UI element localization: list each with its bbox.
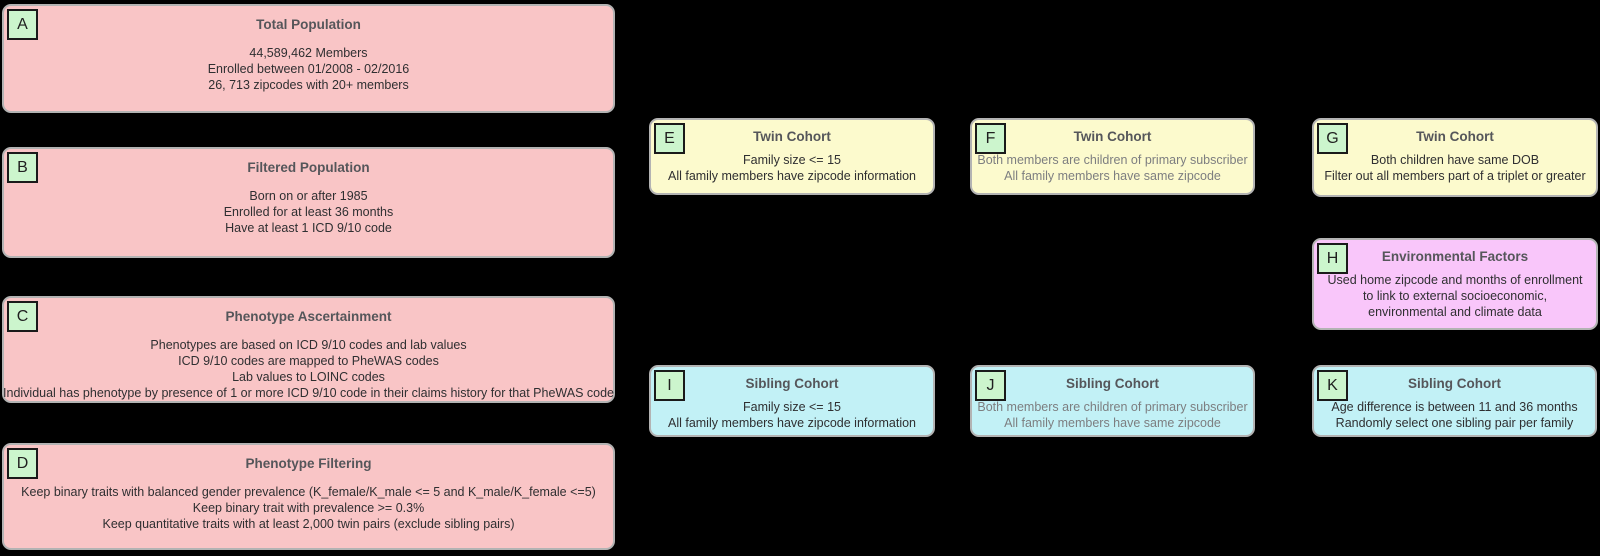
node-b-filtered-population: B Filtered Population Born on or after 1… xyxy=(2,147,615,258)
node-line: Family size <= 15 xyxy=(743,400,841,414)
node-title: Environmental Factors xyxy=(1381,249,1529,264)
node-g-twin-cohort: G Twin Cohort Both children have same DO… xyxy=(1312,118,1598,197)
node-body: Both members are children of primary sub… xyxy=(977,152,1247,184)
node-line: Phenotypes are based on ICD 9/10 codes a… xyxy=(150,338,467,352)
node-body: Both members are children of primary sub… xyxy=(977,399,1247,431)
node-title: Phenotype Filtering xyxy=(245,456,372,471)
node-title: Twin Cohort xyxy=(753,129,831,144)
node-line: 44,589,462 Members xyxy=(249,46,368,60)
node-a-total-population: A Total Population 44,589,462 Members En… xyxy=(2,4,615,113)
node-title: Sibling Cohort xyxy=(745,376,839,391)
node-title: Total Population xyxy=(256,17,361,32)
node-line: Used home zipcode and months of enrollme… xyxy=(1327,273,1583,319)
node-line: Filter out all members part of a triplet… xyxy=(1324,169,1586,183)
node-letter-badge: D xyxy=(7,448,38,479)
node-body: Used home zipcode and months of enrollme… xyxy=(1314,272,1596,320)
node-line: ICD 9/10 codes are mapped to PheWAS code… xyxy=(178,354,439,368)
node-letter-badge: H xyxy=(1317,243,1348,274)
node-line: Lab values to LOINC codes xyxy=(232,370,385,384)
node-line: Enrolled for at least 36 months xyxy=(223,205,394,219)
node-letter-badge: J xyxy=(975,370,1006,401)
node-letter-badge: E xyxy=(654,123,685,154)
node-title: Sibling Cohort xyxy=(1408,376,1501,391)
node-line: Both members are children of primary sub… xyxy=(977,153,1248,167)
node-line: 26, 713 zipcodes with 20+ members xyxy=(208,78,409,92)
node-title: Phenotype Ascertainment xyxy=(225,309,392,324)
node-line: All family members have zipcode informat… xyxy=(667,416,917,430)
node-body: Keep binary traits with balanced gender … xyxy=(21,484,596,532)
node-letter-badge: G xyxy=(1317,123,1348,154)
node-letter-badge: K xyxy=(1317,370,1348,401)
node-e-twin-cohort: E Twin Cohort Family size <= 15 All fami… xyxy=(649,118,935,195)
node-line: Randomly select one sibling pair per fam… xyxy=(1335,416,1574,430)
node-letter-badge: F xyxy=(975,123,1006,154)
node-letter-badge: B xyxy=(7,152,38,183)
node-letter-badge: A xyxy=(7,9,38,40)
node-line: Enrolled between 01/2008 - 02/2016 xyxy=(207,62,410,76)
node-line: All family members have same zipcode xyxy=(1004,416,1221,430)
node-h-environmental-factors: H Environmental Factors Used home zipcod… xyxy=(1312,238,1598,330)
node-line: All family members have same zipcode xyxy=(1004,169,1221,183)
node-body: Born on or after 1985 Enrolled for at le… xyxy=(224,188,394,236)
node-k-sibling-cohort: K Sibling Cohort Age difference is betwe… xyxy=(1312,365,1597,437)
node-letter-badge: I xyxy=(654,370,685,401)
node-j-sibling-cohort: J Sibling Cohort Both members are childr… xyxy=(970,365,1255,437)
node-line: Keep binary traits with balanced gender … xyxy=(21,485,596,499)
node-body: Age difference is between 11 and 36 mont… xyxy=(1331,399,1577,431)
node-body: Phenotypes are based on ICD 9/10 codes a… xyxy=(3,337,614,401)
node-title: Twin Cohort xyxy=(1416,129,1494,144)
node-line: Keep binary trait with prevalence >= 0.3… xyxy=(192,501,425,515)
node-title: Sibling Cohort xyxy=(1066,376,1159,391)
node-f-twin-cohort: F Twin Cohort Both members are children … xyxy=(970,118,1255,195)
node-line: Family size <= 15 xyxy=(743,153,841,167)
node-line: All family members have zipcode informat… xyxy=(667,169,917,183)
node-line: Both children have same DOB xyxy=(1370,153,1540,167)
node-title: Filtered Population xyxy=(247,160,370,175)
node-line: Age difference is between 11 and 36 mont… xyxy=(1331,400,1578,414)
node-body: Both children have same DOB Filter out a… xyxy=(1324,152,1585,184)
node-line: Individual has phenotype by presence of … xyxy=(3,386,614,400)
node-letter-badge: C xyxy=(7,301,38,332)
node-body: 44,589,462 Members Enrolled between 01/2… xyxy=(208,45,410,93)
node-line: Keep quantitative traits with at least 2… xyxy=(102,517,515,531)
node-i-sibling-cohort: I Sibling Cohort Family size <= 15 All f… xyxy=(649,365,935,437)
node-d-phenotype-filtering: D Phenotype Filtering Keep binary traits… xyxy=(2,443,615,550)
node-line: Have at least 1 ICD 9/10 code xyxy=(225,221,392,235)
node-c-phenotype-ascertainment: C Phenotype Ascertainment Phenotypes are… xyxy=(2,296,615,403)
node-body: Family size <= 15 All family members hav… xyxy=(668,399,916,431)
node-line: Both members are children of primary sub… xyxy=(977,400,1248,414)
node-title: Twin Cohort xyxy=(1073,129,1152,144)
node-body: Family size <= 15 All family members hav… xyxy=(668,152,916,184)
node-line: Born on or after 1985 xyxy=(249,189,368,203)
